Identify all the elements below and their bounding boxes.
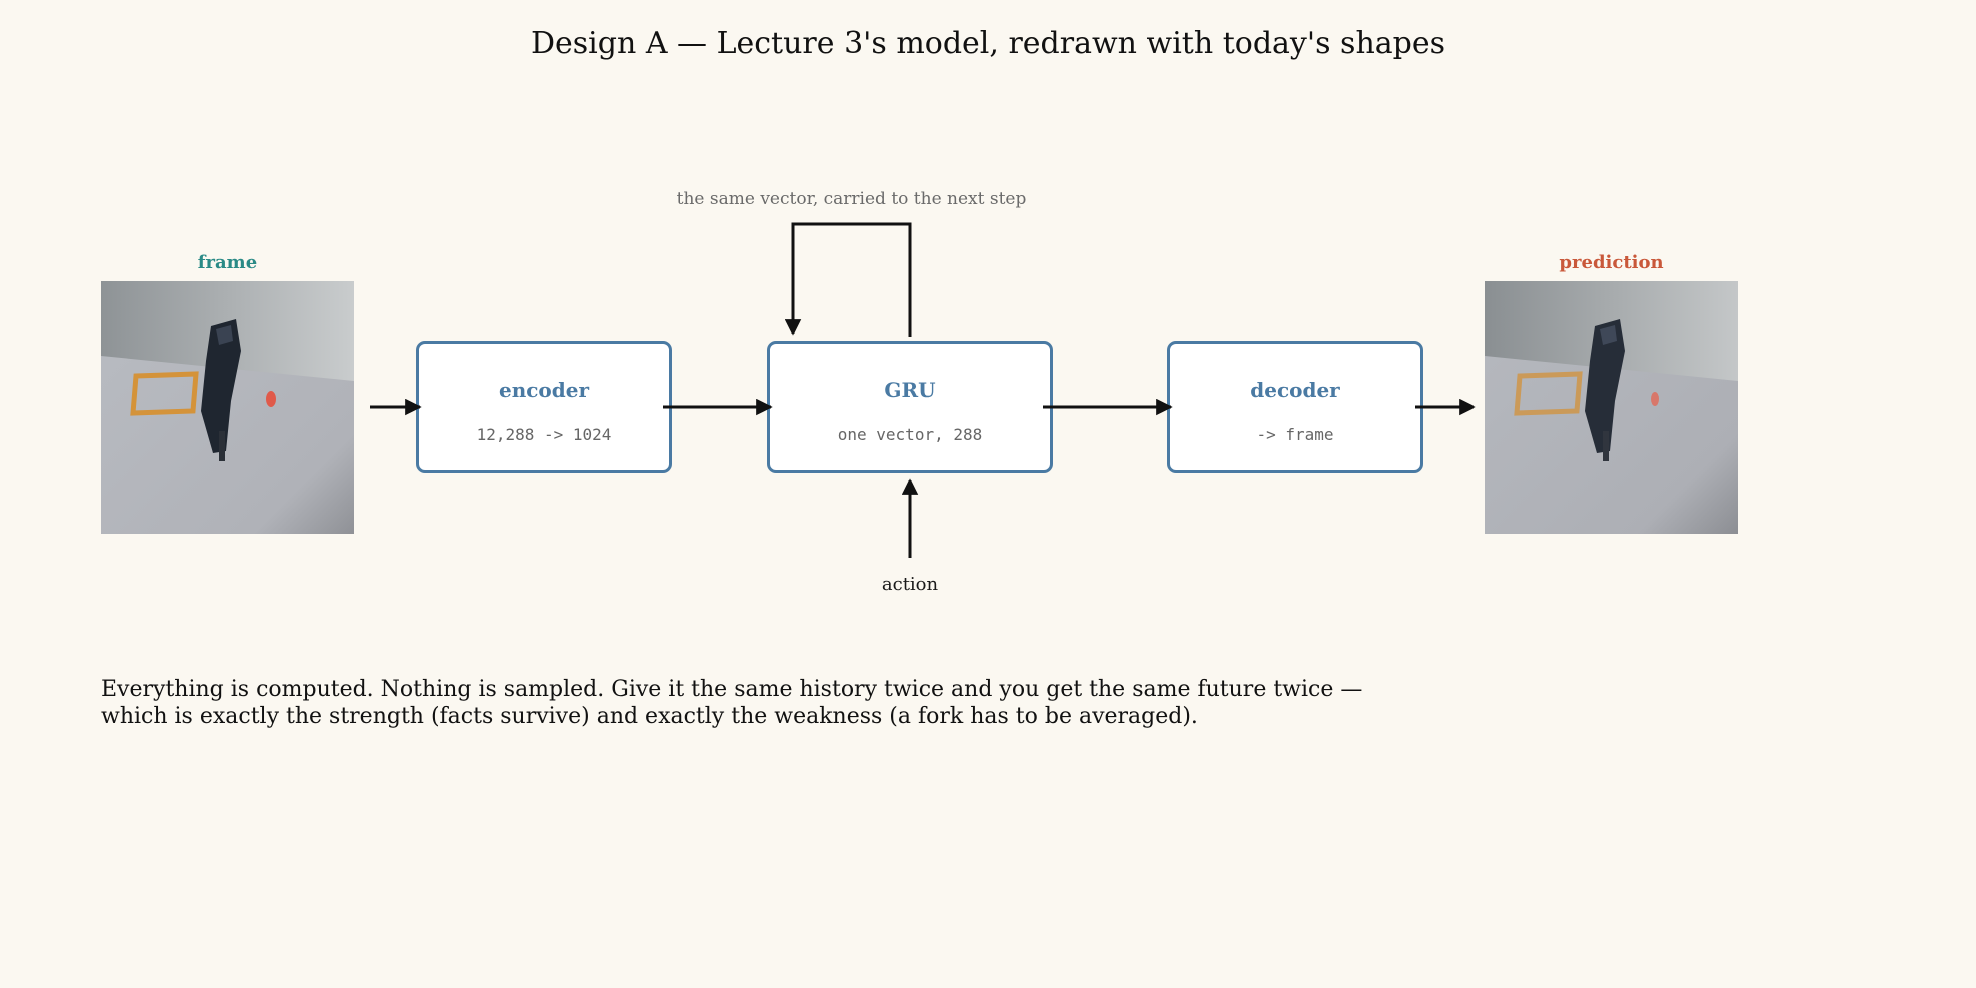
- decoder-box: decoder -> frame: [1167, 341, 1423, 473]
- arrow-recurrence-loop: [784, 222, 912, 337]
- caption-line-1: Everything is computed. Nothing is sampl…: [101, 677, 1363, 702]
- action-label: action: [881, 574, 939, 595]
- caption: Everything is computed. Nothing is sampl…: [101, 676, 1601, 730]
- decoder-subtitle: -> frame: [1256, 425, 1334, 444]
- frame-label: frame: [197, 252, 258, 273]
- gru-title: GRU: [884, 378, 936, 402]
- encoder-title: encoder: [498, 378, 590, 402]
- encoder-subtitle: 12,288 -> 1024: [476, 425, 612, 444]
- caption-line-2: which is exactly the strength (facts sur…: [101, 704, 1198, 729]
- decoder-title: decoder: [1250, 378, 1340, 402]
- diagram-title: Design A — Lecture 3's model, redrawn wi…: [530, 26, 1446, 61]
- gru-box: GRU one vector, 288: [767, 341, 1053, 473]
- gru-subtitle: one vector, 288: [837, 425, 983, 444]
- encoder-box: encoder 12,288 -> 1024: [416, 341, 672, 473]
- frame-image: [101, 281, 354, 534]
- recurrence-label: the same vector, carried to the next ste…: [676, 189, 1027, 209]
- prediction-image: [1485, 281, 1738, 534]
- prediction-label: prediction: [1559, 252, 1664, 273]
